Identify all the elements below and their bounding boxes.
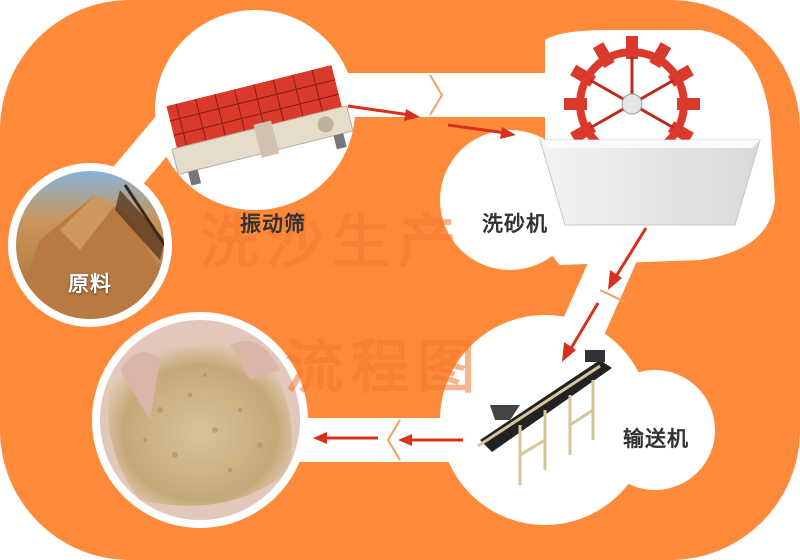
arrow-right-icon bbox=[447, 123, 516, 139]
arrow-left-icon bbox=[398, 434, 463, 446]
background-title-line1: 洗沙生产 bbox=[200, 208, 465, 276]
conveyor-label-circle bbox=[595, 370, 715, 490]
flow-arrows bbox=[313, 104, 648, 446]
washed-sand-in-hand-photo bbox=[100, 320, 300, 520]
stage-label-screen: 振动筛 bbox=[240, 212, 306, 236]
background-title-line2: 流程图 bbox=[285, 333, 484, 401]
arrow-right-icon bbox=[347, 104, 420, 121]
stage-label-washer: 洗砂机 bbox=[482, 212, 548, 236]
arrow-down-left-icon bbox=[562, 302, 600, 362]
arrow-left-icon bbox=[313, 432, 378, 444]
arrow-down-left-icon bbox=[608, 227, 648, 290]
sand-washer-wheel-icon bbox=[539, 36, 761, 226]
vibrating-screen-icon bbox=[166, 65, 354, 186]
sand-pile-photo bbox=[16, 171, 164, 319]
stage-label-conveyor: 输送机 bbox=[623, 427, 689, 451]
band-chevrons bbox=[386, 74, 626, 461]
belt-conveyor-icon bbox=[477, 350, 612, 485]
stage-label-raw: 原料 bbox=[68, 272, 112, 296]
